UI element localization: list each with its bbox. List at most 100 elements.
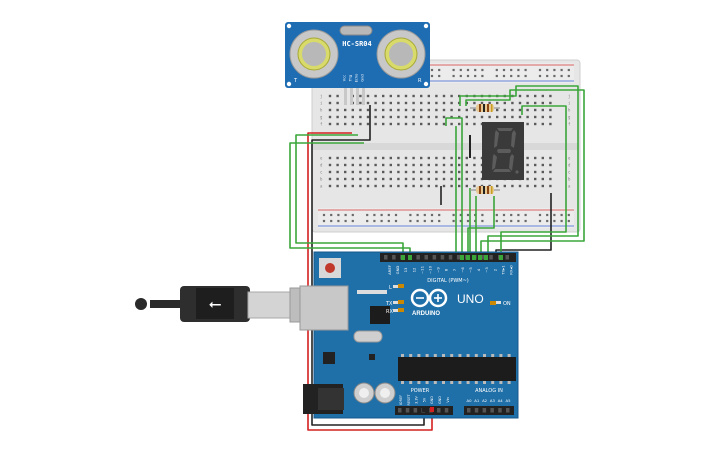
analog-pin-label: A0 xyxy=(466,398,472,403)
power-pin[interactable] xyxy=(398,408,402,413)
breadboard-hole xyxy=(374,156,377,160)
breadboard-hole xyxy=(359,184,362,188)
breadboard-hole xyxy=(458,163,461,167)
power-pin[interactable] xyxy=(405,408,410,413)
header-pin[interactable] xyxy=(416,255,420,260)
analog-pin[interactable] xyxy=(467,408,471,413)
reset-button[interactable] xyxy=(325,263,335,273)
chip-leg xyxy=(401,354,404,357)
power-pin[interactable] xyxy=(444,408,449,413)
breadboard-hole xyxy=(412,94,415,98)
rail-hole xyxy=(560,68,563,72)
header-pin-label: TX▸1 xyxy=(500,265,505,276)
breadboard-hole xyxy=(328,163,332,167)
row-letter: f xyxy=(568,122,571,127)
breadboard-hole xyxy=(366,163,370,167)
breadboard-hole xyxy=(336,177,339,181)
breadboard-hole xyxy=(435,108,438,112)
breadboard-hole xyxy=(549,184,552,188)
header-pin[interactable] xyxy=(448,255,453,260)
breadboard-hole xyxy=(397,177,400,181)
breadboard-hole xyxy=(526,156,529,160)
breadboard-hole xyxy=(549,163,552,167)
breadboard-hole xyxy=(397,115,400,119)
rail-hole xyxy=(481,219,484,223)
breadboard-hole xyxy=(404,156,408,160)
rail-hole xyxy=(502,68,506,72)
header-pin[interactable] xyxy=(384,255,388,260)
breadboard-hole xyxy=(397,184,400,188)
breadboard-hole xyxy=(526,177,529,181)
breadboard-hole xyxy=(397,156,400,160)
breadboard-hole xyxy=(374,163,377,167)
breadboard-hole xyxy=(351,108,354,112)
usb-cable[interactable]: ⭠ xyxy=(135,286,319,323)
breadboard-hole xyxy=(412,184,415,188)
breadboard-hole xyxy=(435,101,438,105)
breadboard-hole xyxy=(465,156,468,160)
breadboard-hole xyxy=(374,115,377,119)
header-pin[interactable] xyxy=(424,255,429,260)
breadboard-hole xyxy=(503,184,506,188)
rail-hole xyxy=(524,74,527,78)
breadboard-hole xyxy=(541,177,544,181)
analog-pin[interactable] xyxy=(490,408,494,413)
breadboard-hole xyxy=(450,184,453,188)
header-pin[interactable] xyxy=(440,255,445,260)
breadboard-hole xyxy=(359,108,362,112)
header-pin[interactable] xyxy=(456,255,461,260)
breadboard-hole xyxy=(534,170,537,174)
analog-pin[interactable] xyxy=(482,408,487,413)
header-pin[interactable] xyxy=(489,255,493,260)
power-pin[interactable] xyxy=(413,408,418,413)
breadboard-hole xyxy=(526,94,529,98)
breadboard-hole xyxy=(541,163,544,167)
rail-hole xyxy=(409,213,412,217)
header-pin[interactable] xyxy=(392,255,396,260)
breadboard-hole xyxy=(442,184,446,188)
header-pin[interactable] xyxy=(505,255,510,260)
analog-pin[interactable] xyxy=(474,408,479,413)
rail-hole xyxy=(438,219,441,223)
rail-hole xyxy=(409,219,412,223)
header-pin[interactable] xyxy=(432,255,437,260)
analog-pin[interactable] xyxy=(506,408,510,413)
breadboard-hole xyxy=(534,184,537,188)
breadboard-hole xyxy=(435,122,438,126)
chip-leg xyxy=(417,354,421,357)
resistor-bottom[interactable] xyxy=(470,186,500,194)
chip-leg xyxy=(491,354,495,357)
header-pin-label: 13 xyxy=(403,267,408,272)
breadboard-hole xyxy=(328,115,332,119)
breadboard-hole xyxy=(404,108,408,112)
breadboard-hole xyxy=(336,156,339,160)
breadboard-hole xyxy=(526,122,529,126)
rail-hole xyxy=(344,213,347,217)
breadboard-hole xyxy=(344,177,347,181)
breadboard-hole xyxy=(420,115,423,119)
breadboard-hole xyxy=(458,122,461,126)
analog-pin[interactable] xyxy=(498,408,502,413)
seven-segment-display[interactable]: 8 xyxy=(469,122,524,180)
breadboard-hole xyxy=(526,163,529,167)
power-pin-label: 5V xyxy=(422,397,426,402)
breadboard-hole xyxy=(465,184,468,188)
breadboard-hole xyxy=(420,163,423,167)
chip-leg xyxy=(483,354,486,357)
power-pin-label: IOREF xyxy=(399,395,403,405)
rail-hole xyxy=(430,74,434,78)
power-pin[interactable] xyxy=(437,408,441,413)
rail-hole xyxy=(510,68,513,72)
breadboard-hole xyxy=(458,115,461,119)
chip-leg xyxy=(466,354,470,357)
resistor-top[interactable] xyxy=(470,104,500,112)
header-pin[interactable] xyxy=(481,255,485,260)
breadboard-hole xyxy=(366,101,370,105)
breadboard-hole xyxy=(541,156,544,160)
breadboard-hole xyxy=(541,115,544,119)
